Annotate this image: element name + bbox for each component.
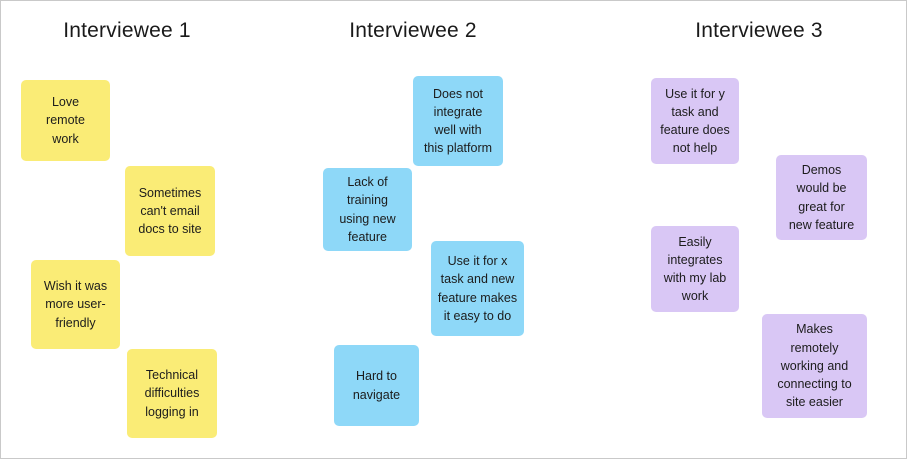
sticky-note[interactable]: Technical difficulties logging in xyxy=(127,349,217,438)
column-title-3: Interviewee 3 xyxy=(695,19,823,42)
sticky-note[interactable]: Sometimes can't email docs to site xyxy=(125,166,215,256)
sticky-note[interactable]: Love remote work xyxy=(21,80,110,161)
sticky-note[interactable]: Lack of training using new feature xyxy=(323,168,412,251)
sticky-note[interactable]: Use it for y task and feature does not h… xyxy=(651,78,739,164)
sticky-note[interactable]: Makes remotely working and connecting to… xyxy=(762,314,867,418)
sticky-note[interactable]: Easily integrates with my lab work xyxy=(651,226,739,312)
column-title-2: Interviewee 2 xyxy=(349,19,477,42)
column-title-1: Interviewee 1 xyxy=(63,19,191,42)
sticky-note[interactable]: Demos would be great for new feature xyxy=(776,155,867,240)
sticky-note[interactable]: Use it for x task and new feature makes … xyxy=(431,241,524,336)
sticky-note[interactable]: Hard to navigate xyxy=(334,345,419,426)
sticky-note[interactable]: Wish it was more user- friendly xyxy=(31,260,120,349)
sticky-note[interactable]: Does not integrate well with this platfo… xyxy=(413,76,503,166)
